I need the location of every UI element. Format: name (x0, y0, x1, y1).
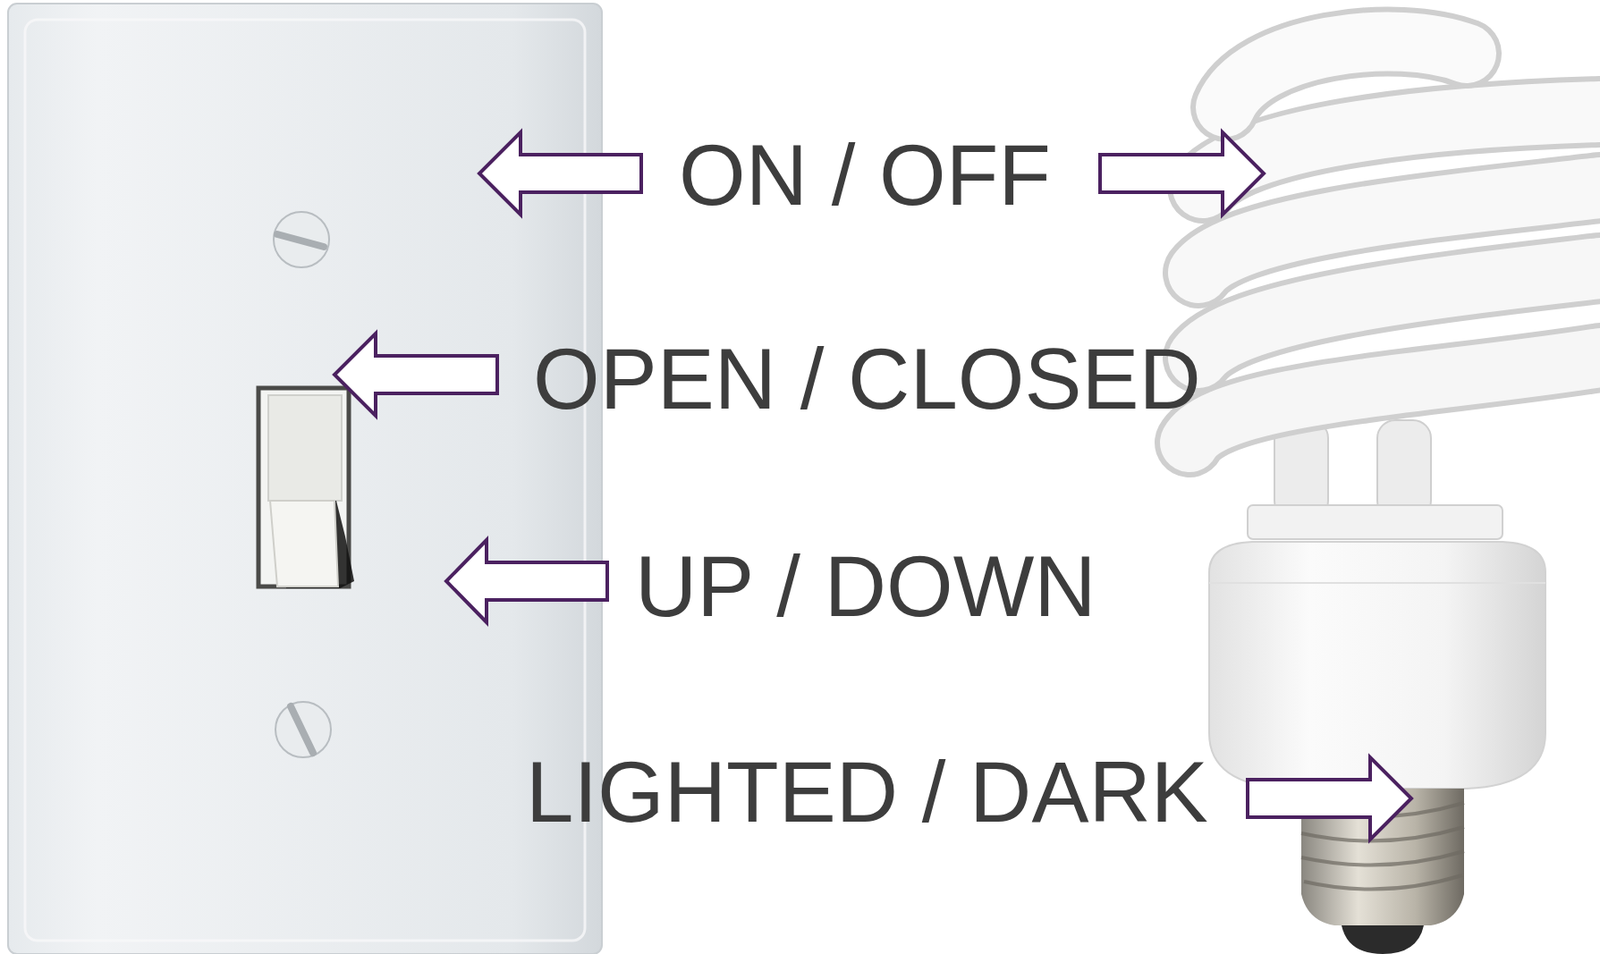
leader-arrow (479, 132, 642, 215)
state-label: LIGHTED / DARK (525, 749, 1209, 836)
leader-arrow (1247, 757, 1412, 840)
state-label: UP / DOWN (634, 543, 1097, 630)
state-label: OPEN / CLOSED (533, 336, 1202, 423)
state-label: ON / OFF (678, 132, 1051, 219)
screw (275, 702, 331, 758)
toggle-switch (258, 388, 355, 589)
screw (273, 211, 330, 268)
leader-arrow (334, 333, 498, 416)
leader-arrow (446, 540, 608, 623)
leader-arrow (1100, 132, 1264, 215)
